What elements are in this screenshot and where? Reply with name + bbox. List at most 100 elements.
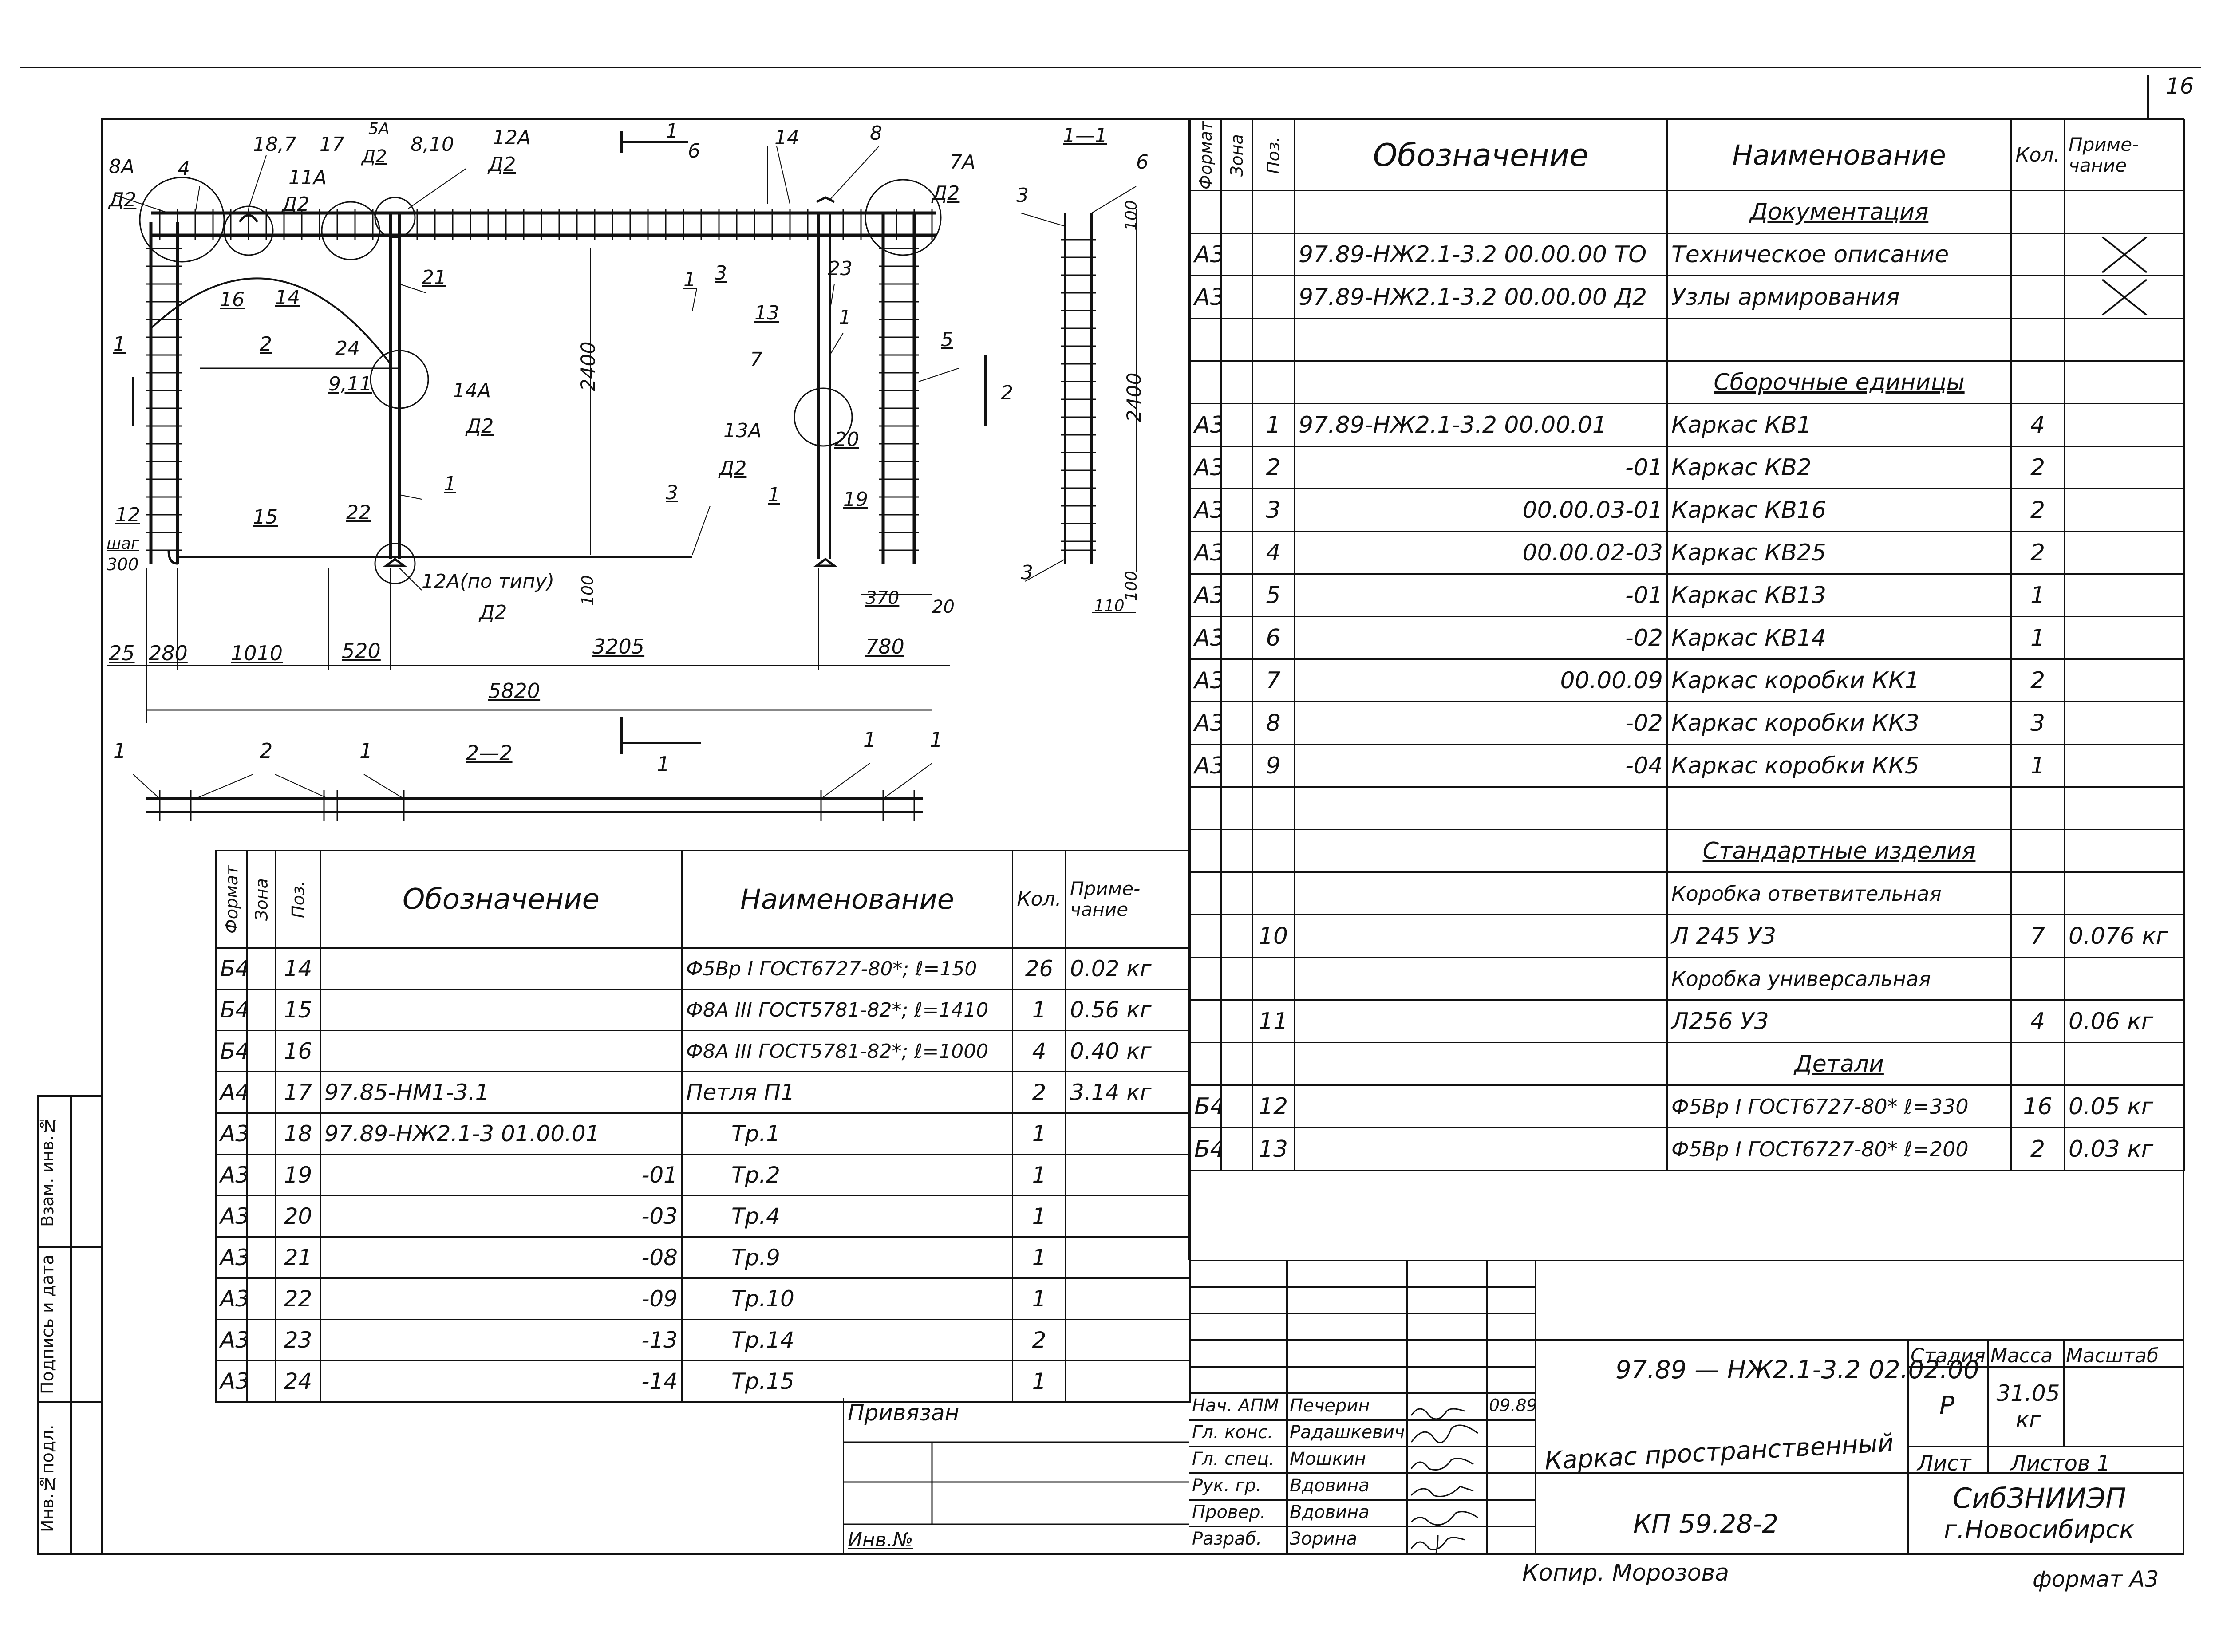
designation-cell: 00.00.02-03: [1294, 531, 1668, 575]
left-header-qty: Кол.: [1012, 850, 1066, 949]
header-name: Наименование: [1666, 119, 2012, 191]
side-stamp: Инв.№подл. Подпись и дата Взам. инв.№: [38, 1096, 71, 1554]
format-cell: А3: [1189, 701, 1222, 745]
zone-cell: [1220, 318, 1253, 362]
label-20-dim: 20: [932, 597, 955, 617]
format-cell: А3: [1189, 233, 1222, 276]
left-header-designation: Обозначение: [320, 850, 683, 949]
name-cell: Каркас КВ14: [1666, 616, 2012, 660]
designation-cell: [1294, 1042, 1668, 1086]
qty-cell: 26: [1012, 947, 1066, 990]
pos-cell: 5: [1252, 573, 1295, 617]
zone-cell: [246, 1236, 276, 1279]
qty-cell: [2010, 957, 2065, 1001]
label-8a: 8А: [109, 155, 135, 178]
label-8: 8: [870, 122, 882, 145]
designation-cell: [1294, 318, 1668, 362]
format-cell: А3: [1189, 658, 1222, 702]
label-19: 19: [843, 488, 868, 511]
format-cell: А3: [215, 1360, 248, 1403]
qty-cell: 1: [1012, 989, 1066, 1031]
name-cell: Тр.1: [681, 1112, 1013, 1155]
format-cell: [1189, 999, 1222, 1043]
zone-cell: [246, 989, 276, 1031]
format-cell: А3: [215, 1277, 248, 1320]
pos-cell: [1252, 957, 1295, 1001]
signer-name: Радашкевич: [1290, 1422, 1405, 1443]
pos-cell: 16: [275, 1030, 321, 1072]
note-cell: 3.14 кг: [1065, 1071, 1191, 1114]
label-21: 21: [422, 266, 446, 289]
zone-cell: [246, 1071, 276, 1114]
name-cell: [1666, 318, 2012, 362]
zone-cell: [1220, 914, 1253, 958]
qty-cell: 2: [2010, 446, 2065, 489]
designation-cell: -02: [1294, 701, 1668, 745]
title-stage-header: Стадия: [1911, 1344, 1986, 1367]
section-2-2-label-1d: 1: [930, 728, 943, 752]
note-cell: [2064, 1042, 2185, 1086]
pos-cell: 24: [275, 1360, 321, 1403]
label-5a: 5А: [368, 120, 390, 138]
name-cell: Ф5Вр I ГОСТ6727-80*; ℓ=150: [681, 947, 1013, 990]
designation-cell: -02: [1294, 616, 1668, 660]
label-24: 24: [335, 337, 360, 360]
section-2-2-label-2: 2: [260, 739, 273, 763]
qty-cell: 4: [1012, 1030, 1066, 1072]
label-12a-d2: Д2: [488, 153, 516, 176]
label-23: 23: [828, 257, 853, 280]
name-cell: Коробка ответвительная: [1666, 871, 2012, 915]
note-cell: 0.03 кг: [2064, 1127, 2185, 1171]
format-cell: А3: [1189, 744, 1222, 788]
side-stamp-vzam: Взам. инв.№: [38, 1116, 57, 1227]
name-cell: Документация: [1666, 190, 2012, 234]
qty-cell: [2010, 829, 2065, 873]
signer-role: Рук. гр.: [1192, 1475, 1262, 1496]
designation-cell: [1294, 1127, 1668, 1171]
qty-cell: [2010, 360, 2065, 404]
side-stamp-podpis: Подпись и дата: [38, 1254, 57, 1395]
name-cell: Тр.2: [681, 1154, 1013, 1196]
label-1-right: 1: [839, 306, 851, 329]
title-sheets: Листов 1: [2010, 1451, 2111, 1476]
signer-name: Мошкин: [1290, 1449, 1366, 1469]
spec-right-row: Документация: [1189, 190, 2185, 234]
zone-cell: [1220, 1042, 1253, 1086]
designation-cell: -14: [320, 1360, 683, 1403]
label-3-bottom: 3: [666, 481, 678, 504]
note-cell: [1065, 1236, 1191, 1279]
qty-cell: 2: [1012, 1071, 1066, 1114]
qty-cell: 4: [2010, 403, 2065, 447]
signer-role: Гл. конс.: [1192, 1422, 1273, 1443]
format-cell: Б4: [215, 1030, 248, 1072]
qty-cell: [2010, 786, 2065, 830]
copied-by: Копир. Морозова: [1522, 1560, 1729, 1586]
qty-cell: 16: [2010, 1084, 2065, 1128]
spec-right-row: Коробка универсальная: [1189, 957, 2185, 1001]
dim-520: 520: [342, 639, 381, 663]
pos-cell: 9: [1252, 744, 1295, 788]
name-cell: Петля П1: [681, 1071, 1013, 1114]
note-cell: [2064, 701, 2185, 745]
name-cell: Ф5Вр I ГОСТ6727-80* ℓ=330: [1666, 1084, 2012, 1128]
zone-cell: [1220, 701, 1253, 745]
signer-name: Печерин: [1290, 1396, 1370, 1416]
label-18-7: 18,7: [253, 133, 296, 156]
format-label: формат А3: [2033, 1566, 2159, 1592]
format-cell: [1189, 957, 1222, 1001]
zone-cell: [1220, 446, 1253, 489]
zone-cell: [246, 1195, 276, 1238]
format-cell: [1189, 871, 1222, 915]
note-cell: [2064, 446, 2185, 489]
zone-cell: [1220, 658, 1253, 702]
label-12a: 12А: [493, 126, 531, 149]
qty-cell: 4: [2010, 999, 2065, 1043]
label-11a: 11А: [288, 166, 327, 189]
